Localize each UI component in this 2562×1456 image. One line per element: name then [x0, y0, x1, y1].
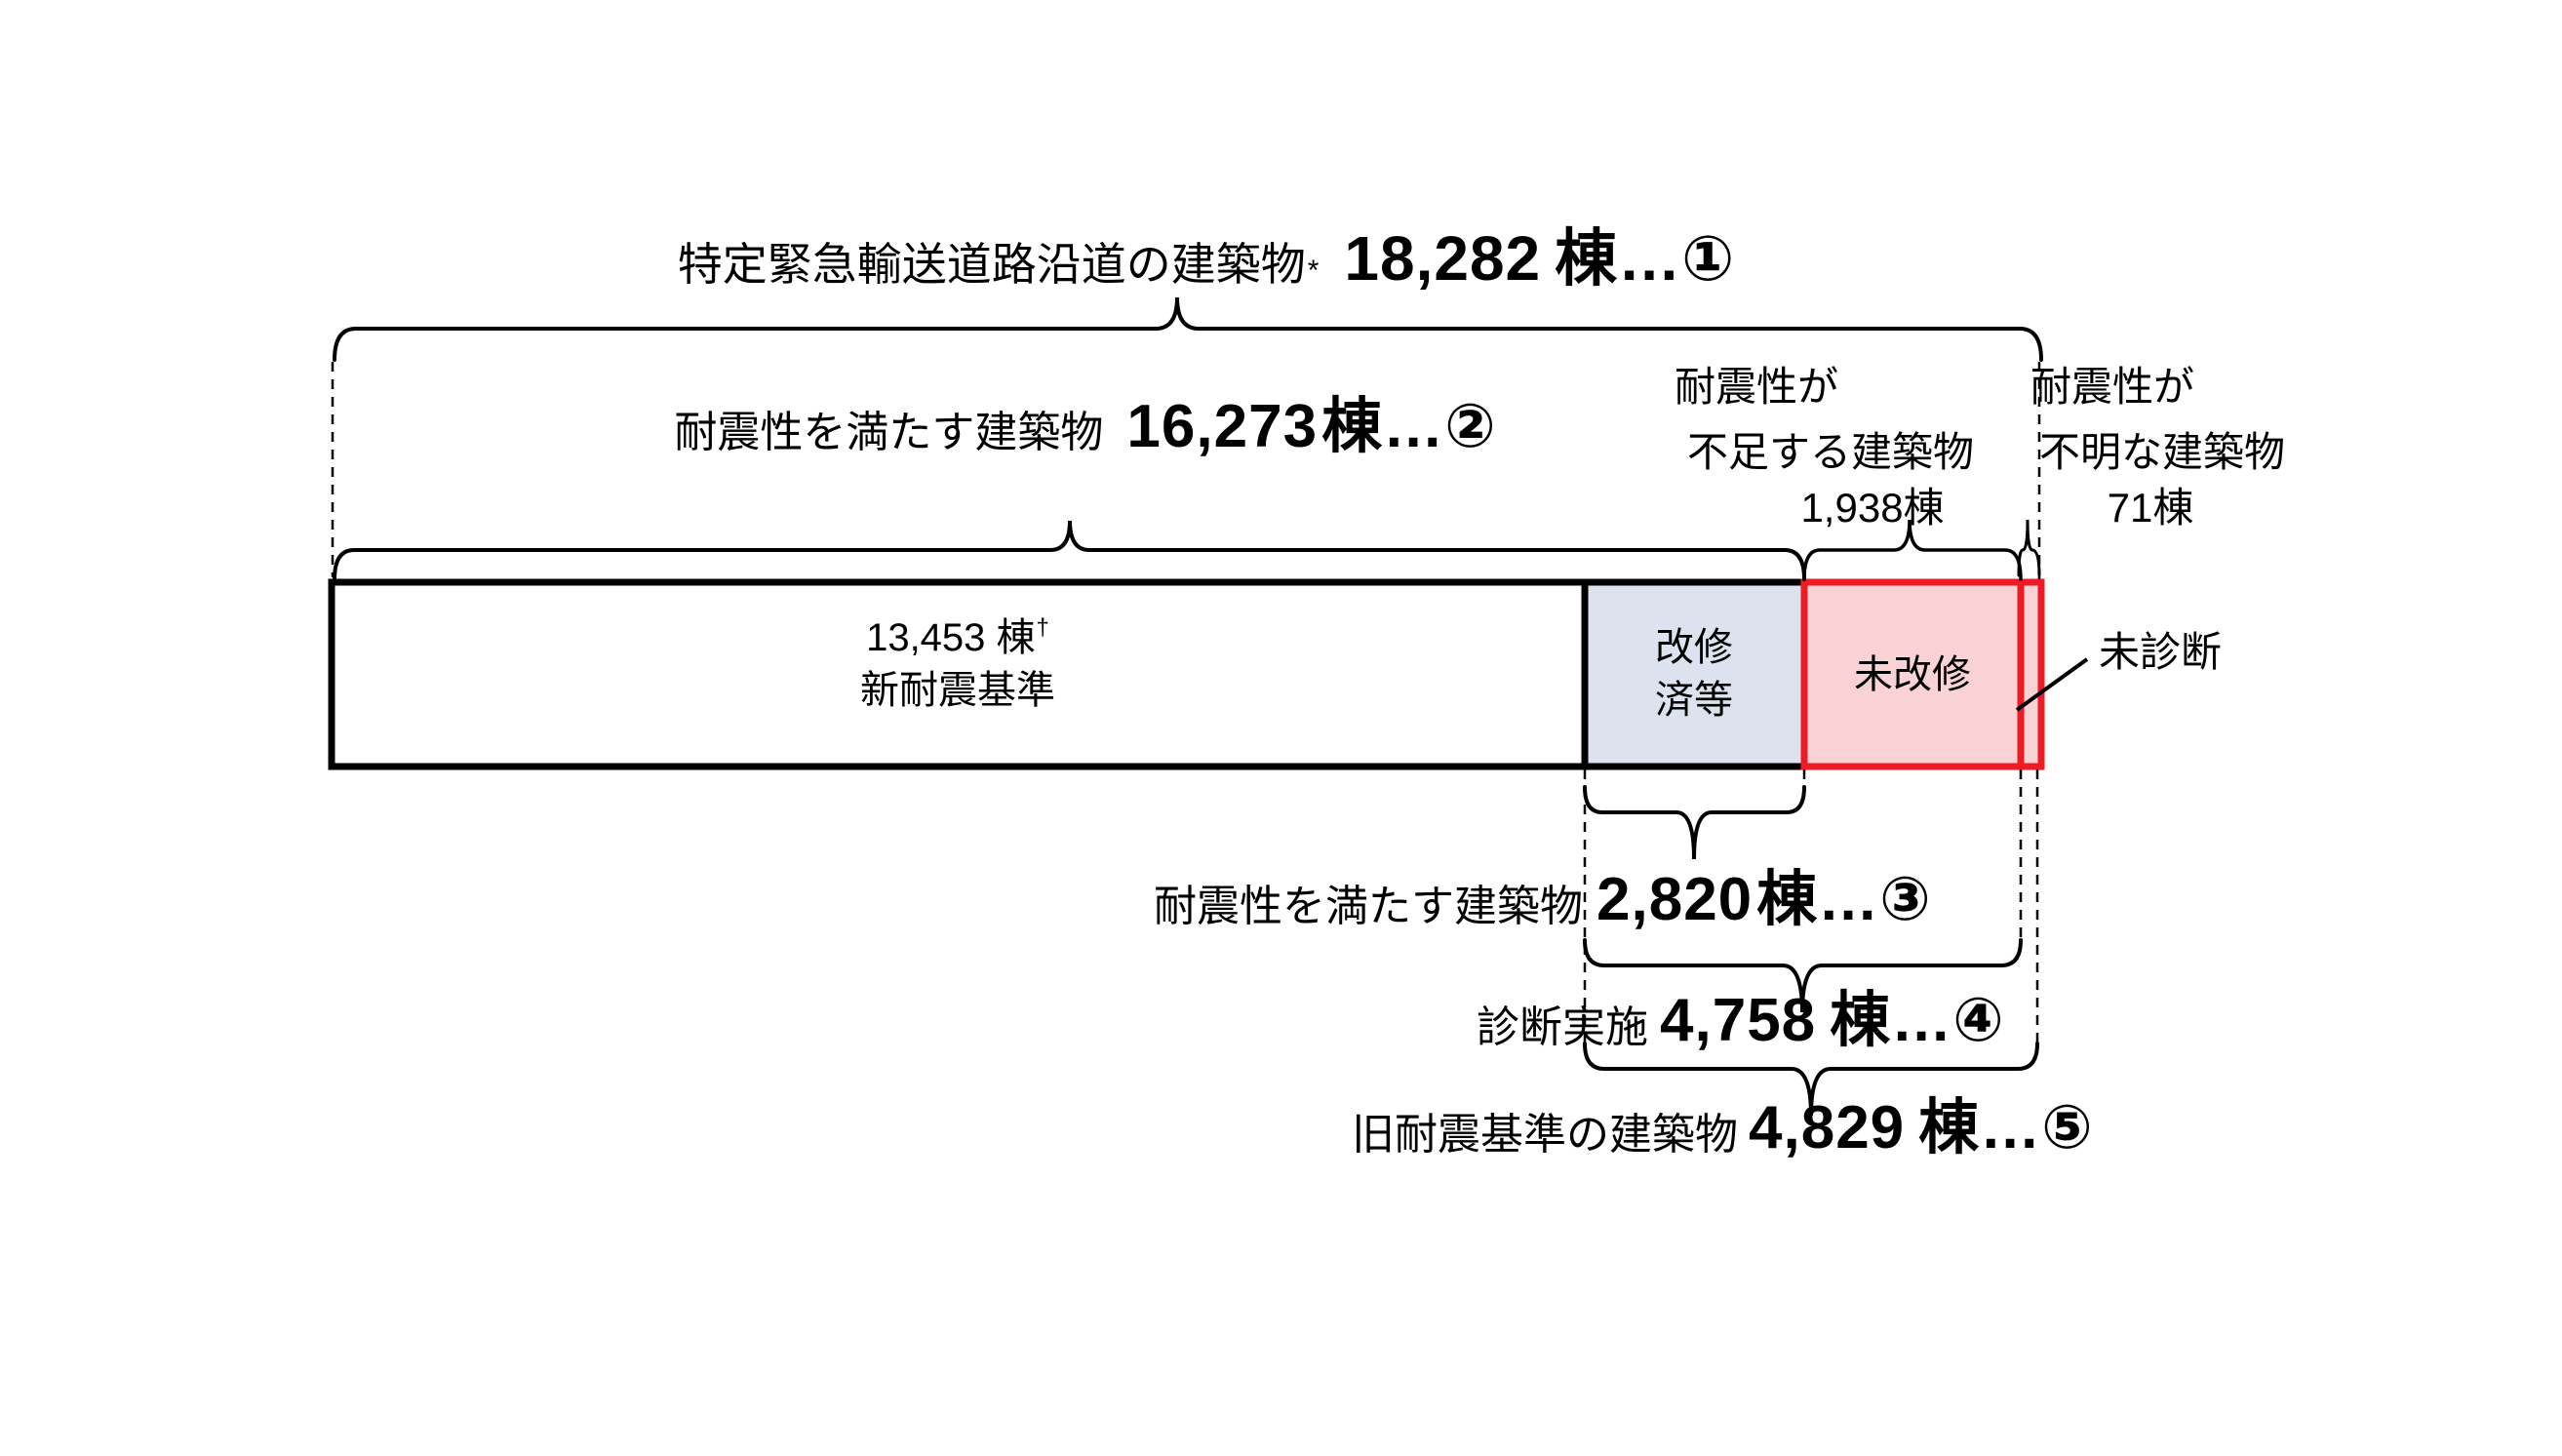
deficient-label-line2: 不足する建築物	[1686, 429, 1975, 475]
total-1-label: 特定緊急輸送道路沿道の建築物	[677, 239, 1306, 290]
brace-total-1	[333, 296, 2043, 362]
total-1-value: 18,282	[1344, 223, 1542, 294]
bar-segment-undiagnosed	[2017, 578, 2045, 770]
total-1-asterisk: *	[1307, 255, 1320, 287]
unknown-label-line2: 不明な建築物	[2038, 429, 2286, 475]
bar-segment-retrofitted	[1581, 578, 1808, 770]
total-2-label: 耐震性を満たす建築物	[674, 409, 1104, 456]
brace-meets-standard-2	[333, 520, 1806, 581]
total-row-3: 2,820 棟…③	[1596, 870, 1932, 930]
total-row-2: 耐震性を満たす建築物 16,273 棟…②	[674, 397, 1496, 457]
total-3-value: 2,820	[1596, 866, 1754, 933]
new-standard-count: 13,453 棟†	[866, 614, 1049, 659]
total-4-value: 4,758	[1660, 987, 1817, 1054]
undiagnosed-pointer-line	[2015, 657, 2089, 712]
bar-segment-not-retrofitted	[1800, 578, 2025, 770]
new-standard-name: 新耐震基準	[860, 669, 1055, 712]
total-row-4: 4,758 棟…④	[1660, 991, 2005, 1051]
unknown-label-line1: 耐震性が	[2030, 364, 2195, 410]
new-standard-dagger: †	[1036, 614, 1049, 641]
total-4-label: 診断実施	[1477, 1003, 1648, 1051]
brace-unknown	[2017, 519, 2041, 577]
segment-label-retrofitted: 改修 済等	[1655, 626, 1733, 722]
total-row-1: 特定緊急輸送道路沿道の建築物* 18,282 棟…①	[678, 227, 1736, 290]
undiagnosed-label: 未診断	[2099, 629, 2223, 675]
deficient-label-line1: 耐震性が	[1674, 364, 1839, 410]
total-5-label: 旧耐震基準の建築物	[1352, 1111, 1738, 1159]
brace-diagnosed-4	[1583, 938, 2023, 1013]
brace-old-standard-5	[1583, 1042, 2039, 1117]
brace-meets-standard-3	[1583, 785, 1806, 860]
segment-label-new-standard: 13,453 棟† 新耐震基準	[860, 602, 1055, 717]
total-5-value: 4,829	[1749, 1094, 1906, 1161]
total-3-unit-marker: 棟…③	[1756, 866, 1932, 933]
total-4-unit-marker: 棟…④	[1830, 987, 2005, 1054]
total-2-unit-marker: 棟…②	[1321, 393, 1497, 460]
unknown-count: 71棟	[2107, 485, 2194, 531]
total-1-unit-marker: 棟…①	[1555, 223, 1736, 294]
total-row-5: 4,829 棟…⑤	[1749, 1098, 2094, 1159]
deficient-count: 1,938棟	[1800, 485, 1945, 531]
total-5-unit-marker: 棟…⑤	[1918, 1094, 2094, 1161]
segment-label-not-retrofitted: 未改修	[1854, 653, 1971, 696]
total-3-label: 耐震性を満たす建築物	[1154, 883, 1583, 930]
brace-deficient	[1802, 519, 2023, 581]
total-2-value: 16,273	[1126, 393, 1319, 460]
